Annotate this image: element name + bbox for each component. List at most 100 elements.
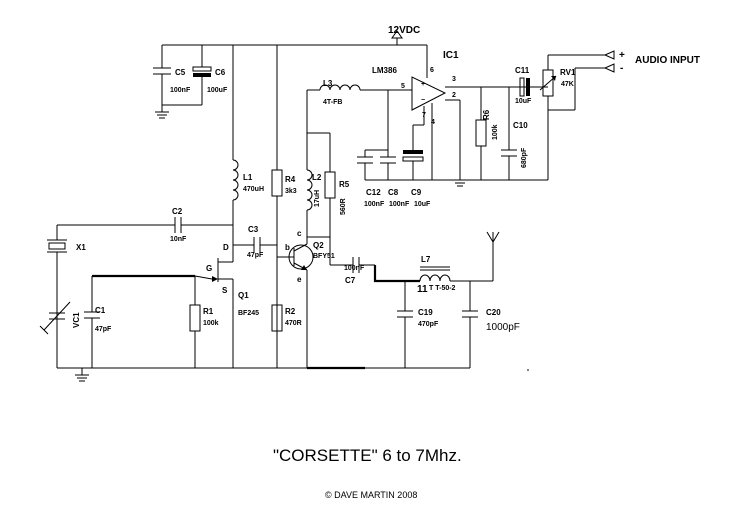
q2-pin-c: c [297, 229, 302, 238]
audio-input-terminals: + - AUDIO INPUT [603, 50, 700, 74]
ground-icon [453, 179, 467, 187]
terminal-plus-icon [603, 50, 615, 60]
rv1-value: 47K [561, 81, 574, 88]
transistor-q2: b c e Q2 BFY51 [277, 229, 335, 368]
capacitor-c6: C6 100uF [192, 45, 228, 105]
c3-value: 47pF [247, 252, 264, 259]
vc1-ref: VC1 [72, 312, 81, 328]
c6-ref: C6 [215, 68, 226, 77]
ic1-plus: + [421, 81, 425, 88]
capacitor-c2: C2 10nF [57, 207, 233, 243]
ground-icon [155, 111, 169, 119]
r1-value: 100k [203, 320, 219, 327]
c19-ref: C19 [418, 308, 433, 317]
q2-ref: Q2 [313, 241, 324, 250]
crystal-x1: X1 [47, 225, 86, 368]
c10-ref: C10 [513, 121, 528, 130]
ic1-pin6: 6 [430, 67, 434, 74]
c20-ref: C20 [486, 308, 501, 317]
resistor-r4: R4 3k3 [271, 169, 297, 368]
c1-value: 47pF [95, 326, 112, 333]
q2-pin-b: b [285, 243, 290, 252]
c1-ref: C1 [95, 306, 106, 315]
l1-value: 470uH [243, 186, 264, 193]
ic1-pin3: 3 [452, 76, 456, 83]
c5-ref: C5 [175, 68, 186, 77]
inductor-l7: L7 11 T T-50-2 [417, 255, 493, 295]
l2-value: 17uH [314, 190, 321, 207]
audio-input-label: AUDIO INPUT [635, 55, 700, 66]
q1-pin-g: G [206, 264, 212, 273]
c10-value: 680pF [521, 147, 528, 168]
r6-ref: R6 [482, 109, 491, 120]
copyright-notice: © DAVE MARTIN 2008 [325, 490, 417, 500]
q1-pin-d: D [223, 243, 229, 252]
q1-pin-s: S [222, 286, 228, 295]
l7-type: T T-50-2 [429, 285, 456, 292]
capacitor-c7: 100nF C7 [344, 257, 375, 285]
c9-ref: C9 [411, 188, 422, 197]
l3-value: 4T-FB [323, 99, 342, 106]
c7-value: 100nF [344, 265, 365, 272]
supply-arrow-icon [391, 30, 403, 39]
transistor-q1: D G S Q1 BF245 [194, 243, 259, 368]
potentiometer-rv1: RV1 47K [539, 55, 576, 180]
c9-value: 10uF [414, 201, 431, 208]
ground-icon [75, 374, 89, 382]
supply-label: 12VDC [388, 25, 420, 36]
capacitor-c20: C20 1000pF [462, 308, 520, 368]
r2-ref: R2 [285, 307, 296, 316]
x1-ref: X1 [76, 243, 86, 252]
capacitor-c10: C10 680pF [501, 87, 528, 180]
l7-turns: 11 [417, 284, 428, 295]
c3-ref: C3 [248, 225, 259, 234]
diagram-title: "CORSETTE" 6 to 7Mhz. [273, 446, 462, 465]
capacitor-c9: C9 10uF [402, 150, 431, 208]
inductor-l1: L1 470uH [232, 159, 264, 245]
r5-ref: R5 [339, 180, 350, 189]
r4-ref: R4 [285, 175, 296, 184]
q1-value: BF245 [238, 310, 259, 317]
terminal-minus-icon [603, 63, 615, 73]
audio-input-minus: - [620, 63, 623, 74]
l3-ref: L3 [323, 79, 333, 88]
r5-value: 560R [340, 198, 347, 215]
c12-ref: C12 [366, 188, 381, 197]
capacitor-c1: C1 47pF [84, 276, 112, 368]
c20-value: 1000pF [486, 322, 520, 333]
r6-value: 100k [492, 124, 499, 140]
c5-value: 100nF [170, 87, 191, 94]
rv1-ref: RV1 [560, 68, 576, 77]
c8-value: 100nF [389, 201, 410, 208]
r2-value: 470R [285, 320, 302, 327]
c8-ref: C8 [388, 188, 399, 197]
c11-ref: C11 [515, 66, 530, 75]
l2-ref: L2 [312, 173, 322, 182]
antenna-icon [486, 231, 500, 281]
l7-ref: L7 [421, 255, 431, 264]
c19-value: 470pF [418, 321, 439, 328]
variable-capacitor-vc1: VC1 [39, 301, 81, 335]
ic1-pin5: 5 [401, 83, 405, 90]
opamp-triangle-icon [411, 76, 447, 111]
resistor-r6: R6 100k [475, 87, 499, 180]
capacitor-c8: C8 100nF [380, 150, 410, 208]
supply-rail: 12VDC IC1 [162, 25, 459, 78]
c2-ref: C2 [172, 207, 183, 216]
l1-ref: L1 [243, 173, 253, 182]
c11-value: 10uF [515, 98, 532, 105]
capacitor-c11: C11 10uF [509, 66, 548, 105]
c2-value: 10nF [170, 236, 187, 243]
audio-input-plus: + [619, 50, 625, 61]
r1-ref: R1 [203, 307, 214, 316]
c6-value: 100uF [207, 87, 228, 94]
q2-emitter-arrow-icon [301, 265, 307, 270]
resistor-r2: R2 470R [271, 304, 302, 332]
capacitor-c19: C19 470pF [397, 308, 439, 368]
q2-value: BFY51 [313, 253, 335, 260]
q1-ref: Q1 [238, 291, 249, 300]
ic1-minus: − [421, 97, 425, 104]
inductor-l3: L3 4T-FB [307, 79, 388, 106]
ic1-part: LM386 [372, 66, 397, 75]
